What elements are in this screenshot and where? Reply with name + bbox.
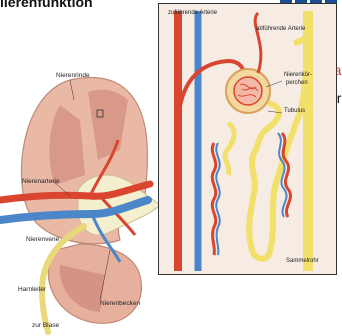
- label-nierenrinde: Nierenrinde: [56, 72, 90, 79]
- label-tubulus: Tubulus: [284, 108, 305, 114]
- label-zur-blase: zur Blase: [32, 322, 59, 329]
- label-nierenarterie: Nierenarterie: [22, 178, 60, 185]
- label-nierenvene: Nierenvene: [26, 236, 59, 243]
- label-sammelrohr: Sammelrohr: [286, 258, 319, 264]
- label-abfuehrende-arterie: abführende Arterie: [256, 26, 305, 32]
- label-nierenkoerperchen-2: perchen: [286, 80, 308, 86]
- label-zufuehrende-arterie: zuführende Arterie: [168, 10, 217, 16]
- label-harnleiter: Harnleiter: [18, 286, 46, 293]
- label-nierenkoerperchen-1: Nierenkör-: [284, 72, 312, 78]
- label-nierenbecken: Nierenbecken: [100, 300, 140, 307]
- nephron-inset: [158, 3, 337, 275]
